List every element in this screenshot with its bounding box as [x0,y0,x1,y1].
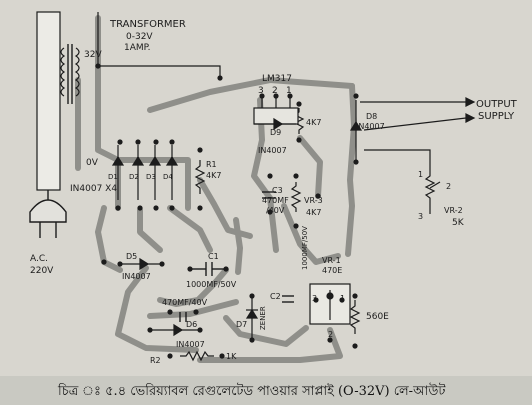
mains-plug [29,190,67,238]
secondary-0v-label: 0V [86,158,98,168]
ac-label-1: A.C. [30,254,49,264]
d7-name: D7 [236,320,248,329]
caption-band [0,376,532,405]
c1-value: 1000MF/50V [186,280,237,289]
r-560-label: 560E [366,312,389,322]
regulator-label: LM317 [262,74,292,84]
misc-diodes [120,100,363,337]
r-4k7-label: 4K7 [306,118,322,127]
vr1-value: 470E [322,266,343,275]
figure-caption: চিত্র ঃ ৫.৪ ভেরিয়্যাবল রেগুলেটেড পাওয়া… [58,384,446,399]
bridge-diodes-label: IN4007 X4 [70,184,118,194]
c3-name: C3 [272,186,283,195]
zener-diode [245,296,259,340]
vr3-value: 4K7 [306,208,322,217]
vr3-name: VR-3 [304,196,323,205]
regulator-pin-3: 3 [258,86,264,96]
d3-label: D3 [146,173,156,181]
pcb-tracks [75,15,357,363]
r2-name: R2 [150,356,161,365]
output-label-1: OUTPUT [476,99,517,110]
regulator-pin-2: 2 [272,86,278,96]
transformer-voltage: 0-32V [126,32,153,42]
d5-name: D5 [126,252,138,261]
vr2-value: 5K [452,218,464,228]
zener-label: ZENER [259,306,267,330]
vr1-pin-3: 3 [312,294,318,303]
d5-part: IN4007 [122,272,151,281]
c3-voltage: /40V [266,206,285,215]
capacitors [179,191,294,322]
transformer-current: 1AMP. [124,43,151,53]
vr1-pin-1: 1 [340,294,346,303]
vr2-pin-2: 2 [446,182,452,191]
vr2-name: VR-2 [444,206,463,215]
c2-value: 1000MF/50V [301,226,309,270]
transformer [36,11,221,191]
r2-value: 1K [226,352,237,361]
d4-label: D4 [163,173,173,181]
vr2-pin-3: 3 [418,212,424,221]
r1-value: 4K7 [206,171,222,180]
d2-label: D2 [129,173,139,181]
output-wires [360,97,476,160]
output-label-2: SUPPLY [478,111,515,122]
vr2-pin-1: 1 [418,170,424,179]
c1-name: C1 [208,252,219,261]
transformer-title: TRANSFORMER [110,19,186,30]
d8-part: IN4007 [356,122,385,131]
vr1-potentiometer [309,283,351,325]
solder-pads [95,63,359,359]
vr1-pin-2: 2 [328,330,334,339]
regulator-pin-1: 1 [286,86,292,96]
r1-name: R1 [206,160,217,169]
d6-part: IN4007 [176,340,205,349]
vr1-name: VR-1 [322,256,341,265]
d8-label: D8 [366,112,378,121]
d9-label: D9 [270,128,282,137]
c3-value: 470MF [262,196,289,205]
d9-part: IN4007 [258,146,287,155]
cap-470-label: 470MF/40V [162,298,208,307]
bridge-diodes [111,145,179,200]
d1-label: D1 [108,173,118,181]
c2-name: C2 [270,292,281,301]
d6-name: D6 [186,320,198,329]
ac-label-2: 220V [30,266,54,276]
secondary-32v-label: 32V [84,50,102,60]
